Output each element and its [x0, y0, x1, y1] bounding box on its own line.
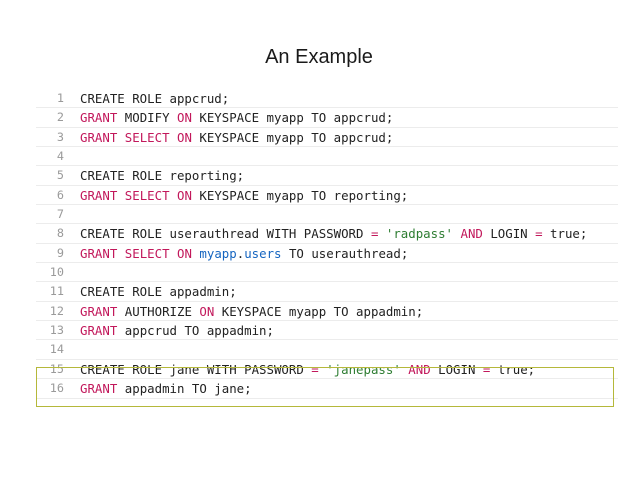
code-line: 3 GRANT SELECT ON KEYSPACE myapp TO appcr…	[36, 128, 618, 148]
highlight-box	[36, 367, 614, 407]
line-code: GRANT SELECT ON KEYSPACE myapp TO report…	[80, 186, 408, 205]
code-token: ON	[177, 110, 192, 126]
code-token: ON	[177, 245, 192, 261]
line-number: 9	[56, 245, 64, 260]
code-token: users	[244, 245, 282, 261]
code-token: GRANT	[80, 303, 118, 319]
code-token: appcrud TO appadmin;	[117, 323, 274, 339]
line-code: GRANT SELECT ON myapp.users TO userauthr…	[80, 244, 408, 263]
code-token: GRANT	[80, 187, 118, 203]
code-token: =	[535, 226, 543, 242]
code-token: appadmin TO jane;	[117, 381, 252, 397]
code-token: ON	[177, 129, 192, 145]
code-token: LOGIN	[430, 361, 483, 377]
line-number: 7	[56, 207, 64, 222]
code-token: GRANT	[80, 245, 118, 261]
code-token	[378, 226, 385, 241]
code-token: CREATE ROLE reporting;	[80, 168, 245, 184]
code-token: true;	[542, 226, 588, 242]
code-token	[117, 246, 124, 261]
code-line: 11 CREATE ROLE appadmin;	[36, 282, 618, 302]
line-code: GRANT appcrud TO appadmin;	[80, 321, 274, 340]
line-number: 4	[56, 149, 64, 164]
code-token: GRANT	[80, 323, 118, 339]
line-number: 12	[49, 303, 64, 318]
line-code: CREATE ROLE jane WITH PASSWORD = 'janepa…	[80, 360, 535, 379]
code-line: 6 GRANT SELECT ON KEYSPACE myapp TO repor…	[36, 186, 618, 206]
code-line: 12 GRANT AUTHORIZE ON KEYSPACE myapp TO a…	[36, 302, 618, 322]
code-line: 5 CREATE ROLE reporting;	[36, 166, 618, 186]
line-number: 3	[56, 129, 64, 144]
code-token: ON	[199, 303, 215, 319]
code-token	[170, 130, 177, 145]
code-line: 7	[36, 205, 618, 225]
code-line: 2 GRANT MODIFY ON KEYSPACE myapp TO appcr…	[36, 108, 618, 128]
code-token	[170, 246, 177, 261]
code-line: 8 CREATE ROLE userauthread WITH PASSWORD …	[36, 224, 618, 244]
code-token: KEYSPACE myapp TO appcrud;	[191, 129, 394, 145]
code-line: 10	[36, 263, 618, 283]
code-line: 15 CREATE ROLE jane WITH PASSWORD = 'jane…	[36, 360, 618, 380]
line-code: CREATE ROLE appcrud;	[80, 89, 229, 108]
code-token: .	[236, 245, 245, 261]
code-token: GRANT	[80, 110, 118, 126]
code-token: =	[482, 361, 491, 377]
code-token	[117, 188, 124, 203]
code-token: SELECT	[124, 129, 170, 145]
line-number: 13	[49, 323, 64, 338]
line-number: 2	[56, 110, 64, 125]
line-number: 16	[49, 381, 64, 396]
code-token: MODIFY	[117, 110, 177, 126]
code-token: ON	[177, 187, 192, 203]
code-line: 13 GRANT appcrud TO appadmin;	[36, 321, 618, 341]
code-token	[117, 130, 124, 145]
line-number: 6	[56, 187, 64, 202]
code-token: SELECT	[124, 187, 170, 203]
code-token: CREATE ROLE userauthread WITH PASSWORD	[80, 226, 371, 242]
code-token: CREATE ROLE appadmin;	[80, 284, 237, 300]
code-token	[170, 188, 177, 203]
code-token: CREATE ROLE appcrud;	[80, 91, 230, 106]
code-token: SELECT	[124, 245, 170, 261]
code-token: CREATE ROLE jane WITH PASSWORD	[80, 361, 312, 377]
line-code: GRANT SELECT ON KEYSPACE myapp TO appcru…	[80, 128, 393, 147]
line-number: 11	[49, 284, 64, 299]
code-line: 16 GRANT appadmin TO jane;	[36, 379, 618, 399]
code-line: 9 GRANT SELECT ON myapp.users TO userauth…	[36, 244, 618, 264]
code-token: TO userauthread;	[281, 245, 409, 261]
code-token: GRANT	[80, 381, 118, 397]
line-code: CREATE ROLE reporting;	[80, 166, 244, 185]
line-code: CREATE ROLE appadmin;	[80, 282, 237, 301]
code-line: 4	[36, 147, 618, 167]
line-number: 15	[49, 361, 64, 376]
slide-title: An Example	[265, 46, 373, 68]
code-token: GRANT	[80, 129, 118, 145]
code-token: AUTHORIZE	[117, 303, 200, 319]
code-token: KEYSPACE myapp TO appadmin;	[214, 303, 424, 319]
code-token: KEYSPACE myapp TO reporting;	[191, 187, 409, 203]
line-number: 1	[56, 91, 64, 105]
line-code: CREATE ROLE userauthread WITH PASSWORD =…	[80, 224, 587, 243]
line-code: GRANT MODIFY ON KEYSPACE myapp TO appcru…	[80, 108, 393, 127]
code-token: AND	[408, 361, 431, 377]
code-token: KEYSPACE myapp TO appcrud;	[191, 110, 394, 126]
line-number: 14	[49, 342, 64, 357]
code-token: 'radpass'	[385, 226, 454, 242]
code-token: =	[370, 226, 379, 242]
line-code: GRANT appadmin TO jane;	[80, 379, 252, 398]
line-number: 8	[56, 226, 64, 241]
code-token: myapp	[199, 245, 237, 261]
code-line: 1 CREATE ROLE appcrud;	[36, 89, 618, 109]
code-token: 'janepass'	[326, 361, 401, 377]
code-token: LOGIN	[482, 226, 536, 242]
code-line: 14	[36, 340, 618, 360]
code-token: AND	[460, 226, 483, 242]
line-number: 10	[49, 265, 64, 280]
code-token: true;	[490, 361, 536, 377]
line-number: 5	[56, 168, 64, 183]
code-token: =	[311, 361, 319, 377]
line-code: GRANT AUTHORIZE ON KEYSPACE myapp TO app…	[80, 302, 423, 321]
